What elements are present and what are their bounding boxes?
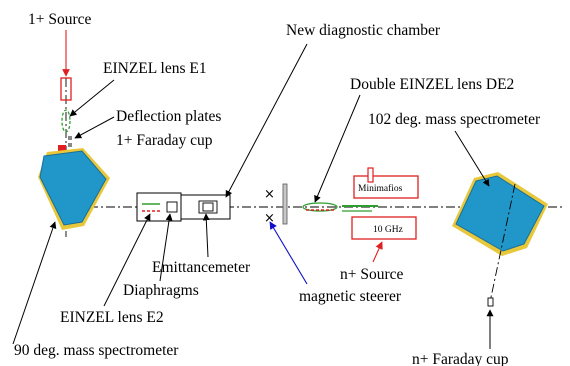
double-einzel-lens [302, 202, 338, 212]
arrow-einzel-e2 [103, 213, 151, 307]
arrow-emittancemeter [202, 213, 210, 258]
arrow-spectro-90 [12, 221, 57, 345]
source-1plus-box [60, 77, 72, 101]
label-deflection-plates: Deflection plates [116, 108, 221, 125]
label-source-1plus: 1+ Source [28, 11, 92, 28]
label-spectro-90: 90 deg. mass spectrometer [14, 342, 179, 359]
emittancemeter-inner [202, 202, 214, 212]
label-diaphragms: Diaphragms [123, 282, 199, 299]
spectro-102-axis [489, 183, 516, 303]
magnet-90deg [38, 148, 110, 230]
label-einzel-e2: EINZEL lens E2 [60, 309, 164, 326]
minimafios-label: Minimafios [358, 183, 403, 194]
arrow-magnetic-steerer [269, 221, 308, 285]
label-emittancemeter: Emittancemeter [152, 259, 251, 276]
steerer-cross-top: × [264, 187, 275, 202]
beam-slit [282, 183, 288, 225]
label-nplus-source: n+ Source [340, 266, 404, 283]
arrow-double-einzel [314, 94, 361, 203]
ghz-box [351, 216, 417, 240]
label-magnetic-steerer: magnetic steerer [299, 288, 402, 305]
arrow-deflection-plates [74, 116, 115, 139]
magnet-102deg [452, 172, 548, 256]
label-faraday-nplus: n+ Faraday cup [412, 351, 509, 366]
faraday-cup-1plus [58, 145, 66, 153]
arrow-new-chamber [225, 43, 308, 198]
minimafios-antenna [367, 167, 374, 183]
arrow-diaphragms [159, 213, 173, 282]
diagnostic-chamber-right [180, 194, 231, 220]
emittancemeter-outer [198, 200, 218, 214]
diagnostic-chamber-left [136, 192, 182, 222]
deflection-plate [68, 136, 72, 140]
arrow-spectro-102 [454, 130, 490, 187]
label-double-einzel: Double EINZEL lens DE2 [350, 76, 514, 93]
label-new-chamber: New diagnostic chamber [286, 22, 441, 39]
faraday-cup-nplus [487, 297, 494, 307]
label-spectro-102: 102 deg. mass spectrometer [368, 111, 541, 128]
arrow-einzel-e1 [69, 79, 115, 117]
label-einzel-e1: EINZEL lens E1 [103, 60, 207, 77]
arrow-nplus-source [372, 241, 383, 263]
label-faraday-1plus: 1+ Faraday cup [116, 132, 213, 149]
ghz-label: 10 GHz [373, 225, 403, 235]
steerer-cross-bottom: × [264, 211, 275, 226]
deflection-plate [68, 143, 72, 147]
einzel-e1-lens [61, 109, 71, 133]
diaphragm-frame [166, 201, 178, 213]
